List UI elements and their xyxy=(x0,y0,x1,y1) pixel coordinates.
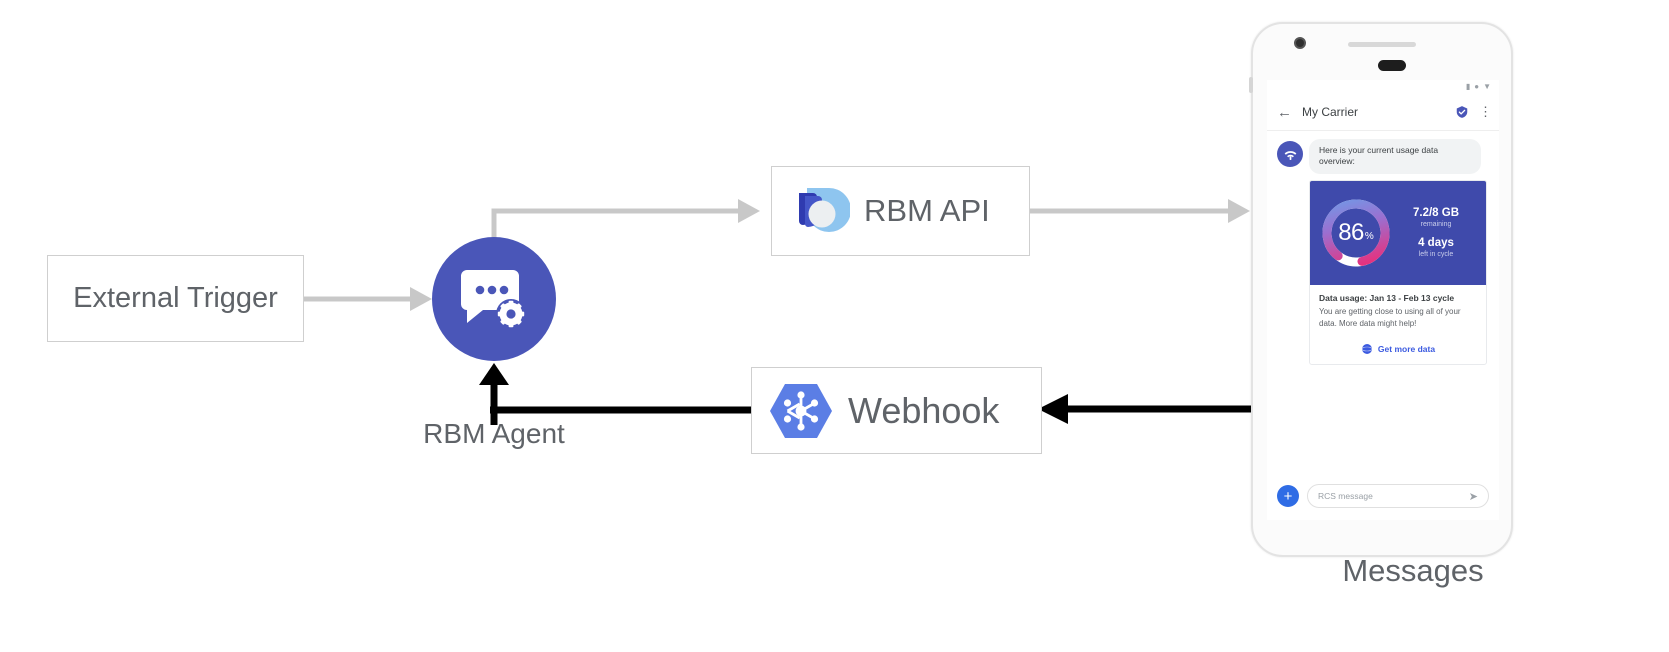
rich-card[interactable]: 86 % 7.2/8 GB remaining 4 days lef xyxy=(1309,179,1487,366)
globe-icon xyxy=(1360,344,1373,355)
external-trigger-label: External Trigger xyxy=(73,282,278,314)
rbm-api-box[interactable]: RBM API xyxy=(771,166,1030,256)
data-usage-gauge: 86 % xyxy=(1316,193,1396,273)
phone-side-button[interactable] xyxy=(1249,77,1253,93)
rcs-message-input[interactable]: RCS message ➤ xyxy=(1307,484,1489,508)
stat-remaining-value: 7.2/8 GB xyxy=(1412,207,1460,220)
stat-days: 4 days left in cycle xyxy=(1396,237,1476,258)
phone-sensor xyxy=(1378,60,1406,71)
rbm-agent-node[interactable] xyxy=(432,237,556,361)
stat-days-value: 4 days xyxy=(1418,237,1454,250)
webhook-box[interactable]: Webhook xyxy=(751,367,1042,454)
stat-remaining-label: remaining xyxy=(1420,220,1452,228)
status-bar: ▮ ● ▼ xyxy=(1267,80,1499,94)
phone-screen: ▮ ● ▼ ← My Carrier ⋮ xyxy=(1267,80,1499,520)
verified-shield-icon xyxy=(1456,106,1468,118)
arrow-trigger-to-agent xyxy=(304,287,432,311)
phone-speaker-grille xyxy=(1348,42,1416,47)
external-trigger-box[interactable]: External Trigger xyxy=(47,255,304,342)
rbm-agent-caption: RBM Agent xyxy=(423,418,565,449)
gauge-panel: 86 % 7.2/8 GB remaining 4 days lef xyxy=(1310,180,1486,285)
wifi-avatar-icon xyxy=(1277,141,1303,167)
gauge-percent-symbol: % xyxy=(1364,231,1374,243)
conversation-area: Here is your current usage data overview… xyxy=(1267,131,1499,475)
gauge-stats: 7.2/8 GB remaining 4 days left in cycle xyxy=(1396,207,1476,259)
phone-front-camera xyxy=(1294,37,1306,49)
rich-card-text: Data usage: Jan 13 - Feb 13 cycle You ar… xyxy=(1310,285,1486,335)
arrow-phone-to-webhook xyxy=(1038,394,1254,424)
wifi-icon: ● xyxy=(1474,82,1480,91)
plus-icon[interactable]: + xyxy=(1277,485,1299,507)
arrow-agent-to-rbm-api xyxy=(491,199,760,244)
rich-card-title: Data usage: Jan 13 - Feb 13 cycle xyxy=(1319,292,1455,303)
send-icon[interactable]: ➤ xyxy=(1468,490,1478,503)
webhook-label: Webhook xyxy=(848,389,1000,431)
rcs-input-placeholder: RCS message xyxy=(1318,491,1373,501)
arrow-webhook-to-agent xyxy=(479,363,751,425)
arrow-rbm-api-to-phone xyxy=(1030,199,1250,223)
battery-icon: ▼ xyxy=(1483,82,1491,91)
rich-card-body: You are getting close to using all of yo… xyxy=(1319,306,1461,328)
gauge-value-text: 86 % xyxy=(1316,193,1396,273)
back-arrow-icon[interactable]: ← xyxy=(1277,103,1292,121)
message-row: Here is your current usage data overview… xyxy=(1277,139,1489,174)
android-nav-bar xyxy=(1267,517,1499,520)
rbm-api-logo-icon xyxy=(796,188,850,232)
signal-icon: ▮ xyxy=(1465,82,1471,91)
phone-mockup: ▮ ● ▼ ← My Carrier ⋮ xyxy=(1249,22,1513,557)
stat-remaining: 7.2/8 GB remaining xyxy=(1396,207,1476,228)
message-bubble: Here is your current usage data overview… xyxy=(1309,139,1481,174)
get-more-data-button[interactable]: Get more data xyxy=(1310,335,1486,364)
cloud-functions-hexagon-icon xyxy=(770,383,832,438)
app-bar-title: My Carrier xyxy=(1302,105,1358,119)
messages-caption: Messages xyxy=(1342,553,1484,588)
overflow-menu-icon[interactable]: ⋮ xyxy=(1479,104,1492,119)
rbm-api-label: RBM API xyxy=(864,193,990,228)
chat-gear-icon xyxy=(461,270,526,329)
stat-days-label: left in cycle xyxy=(1418,251,1454,259)
gauge-number: 86 xyxy=(1338,218,1364,246)
get-more-data-label: Get more data xyxy=(1377,344,1436,355)
message-composer: + RCS message ➤ xyxy=(1267,475,1499,517)
app-bar: ← My Carrier ⋮ xyxy=(1267,94,1499,131)
